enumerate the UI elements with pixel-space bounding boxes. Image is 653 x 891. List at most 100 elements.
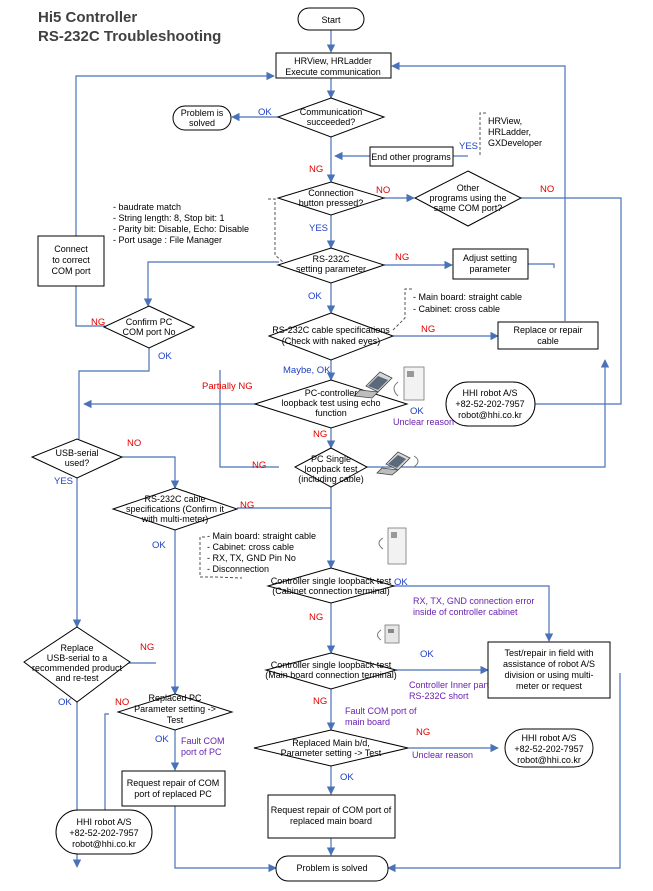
conn-pressed-diamond (276, 181, 386, 216)
main-board-icon (377, 624, 400, 644)
start-terminal (297, 7, 365, 31)
note-programs: HRView,HRLadder,GXDeveloper (488, 116, 542, 148)
ctrl-mainboard-label: Controller single loopback test(Main boa… (265, 660, 397, 680)
replaced-mainbd-label: Replaced Main b/d,Parameter setting -> T… (281, 738, 382, 758)
end-other-label: End other programs (371, 152, 451, 162)
replace-cable-box (497, 321, 599, 350)
hhi-1-terminal (445, 381, 536, 427)
test-repair-box (487, 641, 611, 699)
problem-solved-top-terminal (172, 105, 232, 131)
note-brackets (199, 112, 486, 579)
label-ok-replaced-pc: OK (155, 734, 169, 745)
laptop-icon-2 (376, 451, 419, 476)
other-programs-diamond (413, 170, 523, 227)
label-ok-echo: OK (410, 406, 424, 417)
usb-serial-diamond (30, 438, 124, 479)
ctrl-cabinet-label: Controller single loopback test(Cabinet … (271, 576, 392, 596)
problem-solved-bottom-label: Problem is solved (296, 863, 367, 873)
replaced-pc-diamond (116, 693, 234, 731)
controller-cabinet-icon-2 (378, 527, 407, 565)
notes: HRView,HRLadder,GXDeveloper - baudrate m… (113, 116, 542, 574)
title-line1: Hi5 Controller (38, 9, 138, 26)
label-no-other: NO (540, 184, 554, 195)
req-mainbd-box (267, 794, 396, 839)
label-unclear-2: Unclear reason (412, 750, 473, 760)
label-ok-mainboard: OK (420, 649, 434, 660)
label-ok-setting: OK (308, 291, 322, 302)
label-ng-cable: NG (421, 324, 435, 335)
label-no-conn: NO (376, 185, 390, 196)
label-ng-pc-single: NG (252, 460, 266, 471)
req-pc-box (121, 770, 226, 807)
label-yes-usb: YES (54, 476, 73, 487)
replaced-mainbd-diamond (253, 729, 409, 767)
label-ng-meter: NG (240, 500, 254, 511)
label-unclear-1: Unclear reason (393, 417, 454, 427)
label-ok-confirm: OK (158, 351, 172, 362)
hhi-2-terminal (504, 728, 594, 768)
hrview-exec-box (275, 52, 392, 79)
label-ok-meter: OK (152, 540, 166, 551)
replace-usb-diamond (23, 626, 131, 703)
label-no-replaced-pc: NO (115, 697, 129, 708)
device-icons (353, 366, 425, 644)
label-ng-echo: NG (313, 429, 327, 440)
laptop-icon (353, 371, 393, 399)
label-ng-replaced-mainbd: NG (416, 727, 430, 738)
label-partially-ng: Partially NG (202, 381, 253, 392)
cable-spec-meter-diamond (111, 487, 239, 531)
label-ok-usb-replace: OK (58, 697, 72, 708)
end-other-box (369, 146, 454, 167)
label-ng-confirm: NG (91, 317, 105, 328)
label-ng-setting: NG (395, 252, 409, 263)
pc-single-diamond (293, 447, 369, 488)
label-ok-cabinet: OK (394, 577, 408, 588)
label-ng-mainboard: NG (313, 696, 327, 707)
connectors (72, 30, 622, 873)
problem-solved-bottom-terminal (275, 855, 389, 882)
ctrl-mainboard-diamond (264, 652, 398, 690)
label-ng-comm: NG (309, 164, 323, 175)
note-settings: - baudrate match- String length: 8, Stop… (113, 202, 249, 245)
adjust-setting-box (452, 248, 529, 280)
start-label: Start (321, 15, 341, 25)
cable-spec-diamond (267, 312, 395, 361)
label-ng-usb-replace: NG (140, 642, 154, 653)
connect-correct-box (37, 235, 105, 287)
label-maybe-ok: Maybe, OK (283, 365, 331, 376)
confirm-pc-diamond (102, 305, 196, 349)
ctrl-cabinet-diamond (266, 567, 396, 604)
label-ok-replaced-mainbd: OK (340, 772, 354, 783)
comm-ok-diamond (276, 97, 386, 138)
controller-cabinet-icon (393, 366, 425, 401)
note-meter: - Main board: straight cable- Cabinet: c… (207, 531, 316, 574)
rs232-setting-diamond (276, 247, 386, 284)
label-ok-comm: OK (258, 107, 272, 118)
label-yes-conn: YES (309, 223, 328, 234)
hhi-3-terminal (55, 809, 153, 855)
shapes (23, 7, 611, 882)
